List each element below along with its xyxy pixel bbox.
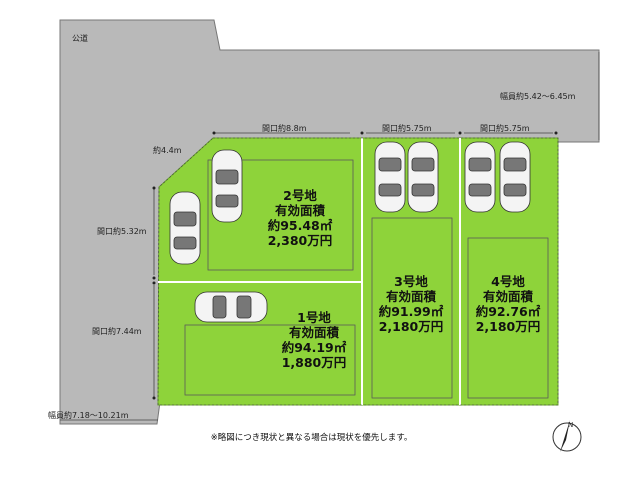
lot-area: 約92.76㎡	[475, 304, 541, 319]
lot3-footprint	[371, 217, 453, 399]
disclaimer-note: ※略図につき現状と異なる場合は現状を優先します。	[210, 433, 413, 443]
road-width-top: 幅員約5.42～6.45m	[500, 92, 576, 101]
lot-area: 約94.19㎡	[281, 340, 347, 355]
lot-2-info: 2号地 有効面積 約95.48㎡ 2,380万円	[252, 188, 348, 248]
road-label: 公道	[72, 34, 88, 43]
lot-area: 約91.99㎡	[378, 304, 444, 319]
north-arrow-icon	[552, 420, 582, 452]
lot-3-info: 3号地 有効面積 約91.99㎡ 2,180万円	[363, 274, 459, 334]
lot-price: 2,380万円	[267, 233, 333, 248]
lot-name: 4号地	[491, 274, 525, 289]
lot-price: 1,880万円	[281, 355, 347, 370]
car-lot1	[194, 291, 268, 323]
lot-price: 2,180万円	[378, 319, 444, 334]
car-lot2-a	[211, 149, 243, 223]
frontage-lot3-top: 間口約5.75m	[382, 124, 432, 133]
lot-area: 約95.48㎡	[267, 218, 333, 233]
lot-area-label: 有効面積	[385, 289, 436, 304]
lot4-footprint	[467, 237, 549, 399]
lot-area-label: 有効面積	[482, 289, 533, 304]
lot-name: 2号地	[283, 188, 317, 203]
lot-1-info: 1号地 有効面積 約94.19㎡ 1,880万円	[266, 310, 362, 370]
car-lot3-a	[374, 141, 406, 213]
frontage-lot2-top: 間口約8.8m	[262, 124, 307, 133]
car-lot4-b	[499, 141, 531, 213]
frontage-lot4-top: 間口約5.75m	[480, 124, 530, 133]
car-lot2-b	[169, 191, 201, 265]
lot-price: 2,180万円	[475, 319, 541, 334]
lot2-footprint	[207, 159, 354, 271]
lot-name: 1号地	[297, 310, 331, 325]
north-label: N	[568, 421, 574, 429]
lot-4-info: 4号地 有効面積 約92.76㎡ 2,180万円	[460, 274, 556, 334]
lot-name: 3号地	[394, 274, 428, 289]
car-lot4-a	[464, 141, 496, 213]
lot-area-label: 有効面積	[274, 203, 325, 218]
frontage-lot1-left: 間口約7.44m	[92, 327, 142, 336]
lot1-footprint	[184, 324, 356, 396]
frontage-lot2-left: 間口約5.32m	[97, 227, 147, 236]
frontage-corner: 約4.4m	[153, 146, 182, 155]
lot-area-label: 有効面積	[288, 325, 339, 340]
car-lot3-b	[407, 141, 439, 213]
road-width-bottom: 幅員約7.18～10.21m	[48, 411, 129, 420]
